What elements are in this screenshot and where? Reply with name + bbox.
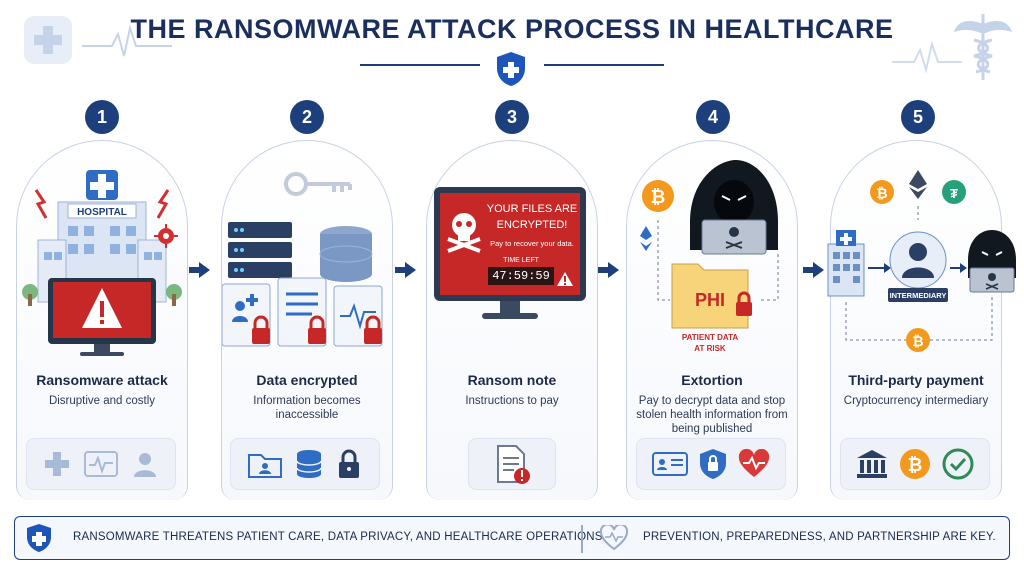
stage-2-description: Information becomes inaccessible bbox=[253, 395, 361, 421]
title-divider-left bbox=[360, 64, 480, 66]
checkmark-icon bbox=[942, 448, 974, 480]
bitcoin-icon: ₿ bbox=[899, 449, 930, 479]
flow-arrow-2 bbox=[405, 262, 416, 278]
medical-cross-icon bbox=[24, 16, 72, 64]
flow-arrow-2-shaft bbox=[395, 267, 405, 273]
svg-text:₿: ₿ bbox=[908, 455, 923, 475]
encrypted-data-illustration bbox=[222, 172, 383, 347]
step-number-1: 1 bbox=[85, 100, 119, 134]
step-number-4: 4 bbox=[696, 100, 730, 134]
medical-cross-icon bbox=[45, 452, 70, 476]
intermediary-label: INTERMEDIARY bbox=[890, 291, 947, 300]
stage-5-description: Cryptocurrency intermediary bbox=[843, 395, 989, 407]
bank-icon bbox=[857, 450, 888, 478]
step-number-5: 5 bbox=[901, 100, 935, 134]
shield-cross-icon bbox=[497, 52, 525, 86]
flow-arrow-1 bbox=[199, 262, 210, 278]
ransom-document-icon bbox=[497, 445, 530, 484]
svg-text:₮: ₮ bbox=[950, 186, 958, 201]
skull-crossbones-icon bbox=[447, 213, 481, 253]
id-card-icon bbox=[652, 452, 689, 476]
stage-1-title: Ransomware attack bbox=[36, 372, 168, 388]
heart-pulse-icon bbox=[738, 449, 769, 477]
stage-1-description: Disruptive and costly bbox=[48, 395, 156, 407]
stage-1-icon-row bbox=[26, 438, 176, 490]
ransom-heading: YOUR FILES ARE ENCRYPTED! bbox=[486, 203, 578, 231]
hospital-under-attack-illustration: HOSPITAL bbox=[22, 170, 182, 356]
countdown-timer: 47:59:59 bbox=[488, 267, 554, 285]
flow-arrow-1-shaft bbox=[189, 267, 199, 273]
footer-banner: RANSOMWARE THREATENS PATIENT CARE, DATA … bbox=[14, 516, 1010, 560]
ransom-monitor: YOUR FILES ARE ENCRYPTED! Pay to recover… bbox=[434, 187, 586, 325]
svg-text:₿: ₿ bbox=[876, 185, 887, 201]
patient-data-risk-label: PATIENT DATA AT RISK bbox=[681, 333, 739, 353]
stage-2-icon-row bbox=[230, 438, 380, 490]
flow-arrow-4 bbox=[813, 262, 824, 278]
shield-cross-icon bbox=[27, 524, 51, 552]
page-title: THE RANSOMWARE ATTACK PROCESS IN HEALTHC… bbox=[130, 14, 894, 44]
padlock-icon bbox=[339, 449, 360, 478]
patient-icon bbox=[133, 453, 156, 477]
stage-5-title: Third-party payment bbox=[848, 372, 984, 388]
hospital-sign-text: HOSPITAL bbox=[77, 207, 127, 218]
stage-3-icon-row bbox=[468, 438, 556, 490]
step-number-3: 3 bbox=[495, 100, 529, 134]
footer-divider bbox=[581, 525, 583, 553]
svg-text:₿: ₿ bbox=[912, 333, 923, 349]
stage-2-title: Data encrypted bbox=[256, 372, 358, 388]
extortion-illustration: ₿ PHI bbox=[640, 160, 779, 329]
warning-triangle-icon bbox=[557, 272, 573, 286]
flow-arrow-3-shaft bbox=[598, 267, 608, 273]
stage-3-description: Instructions to pay bbox=[465, 395, 559, 407]
database-icon bbox=[296, 450, 322, 478]
heart-monitor-icon bbox=[83, 451, 118, 477]
flow-arrow-3 bbox=[608, 262, 619, 278]
phi-folder-label: PHI bbox=[695, 290, 725, 310]
heart-pulse-icon bbox=[599, 525, 629, 551]
stage-3-title: Ransom note bbox=[467, 372, 557, 388]
shield-lock-icon bbox=[699, 449, 726, 479]
footer-right-message: PREVENTION, PREPAREDNESS, AND PARTNERSHI… bbox=[643, 531, 996, 543]
stage-5-icon-row: ₿ bbox=[840, 438, 990, 490]
stage-4-description: Pay to decrypt data and stop stolen heal… bbox=[636, 395, 788, 435]
third-party-payment-illustration: ₿ ₮ INTERMEDIARY ₿ bbox=[827, 170, 1016, 352]
svg-text:₿: ₿ bbox=[651, 187, 666, 207]
heartbeat-line-icon bbox=[82, 24, 172, 57]
step-number-2: 2 bbox=[290, 100, 324, 134]
flow-arrow-4-shaft bbox=[803, 267, 813, 273]
footer-left-message: RANSOMWARE THREATENS PATIENT CARE, DATA … bbox=[73, 531, 603, 543]
stage-4-icon-row bbox=[636, 438, 786, 490]
ransom-subtext: Pay to recover your data. bbox=[490, 239, 574, 248]
stage-4-title: Extortion bbox=[681, 372, 743, 388]
caduceus-icon bbox=[954, 14, 1012, 80]
title-divider-right bbox=[544, 64, 664, 66]
folder-user-icon bbox=[247, 454, 282, 478]
timer-label: TIME LEFT bbox=[503, 257, 539, 264]
heartbeat-line-right-icon bbox=[892, 40, 962, 74]
